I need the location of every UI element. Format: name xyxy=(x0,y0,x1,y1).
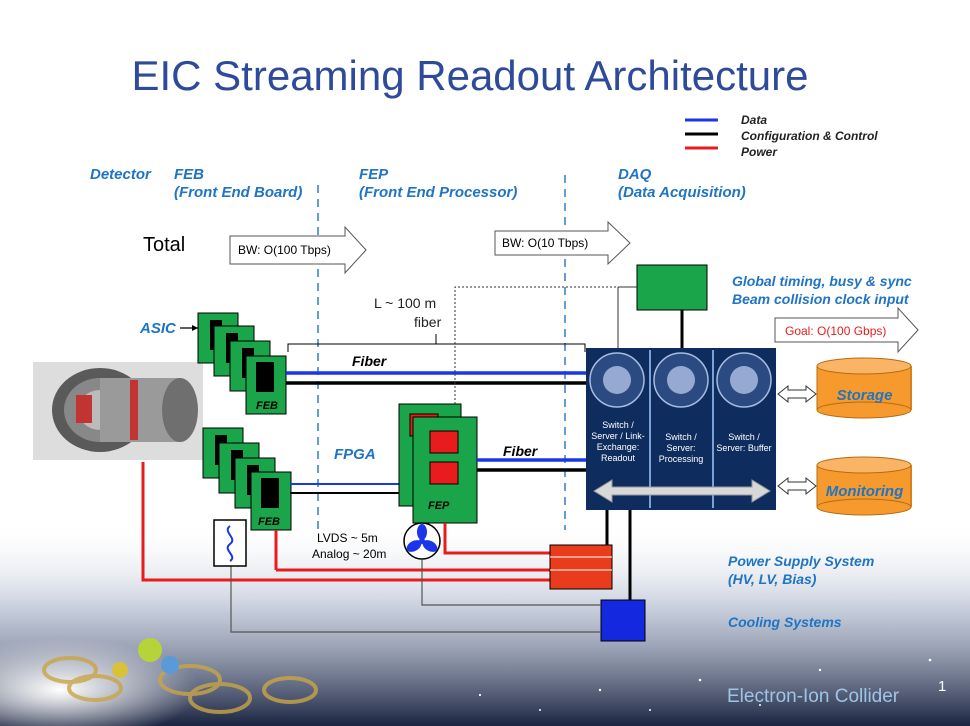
fep-header: FEP xyxy=(359,166,389,183)
server-buffer-label: Switch / Server: Buffer xyxy=(716,432,772,453)
lvds-label: LVDS ~ 5m xyxy=(317,531,378,545)
page-title: EIC Streaming Readout Architecture xyxy=(131,52,809,99)
feb-subheader: (Front End Board) xyxy=(174,184,303,201)
goal-label: Goal: O(100 Gbps) xyxy=(785,324,887,338)
psu-label-2: (HV, LV, Bias) xyxy=(728,571,817,587)
cooling-label: Cooling Systems xyxy=(728,614,842,630)
bw-arrow-2 xyxy=(494,220,631,266)
legend-data-label: Data xyxy=(741,113,768,127)
fep-subheader: (Front End Processor) xyxy=(359,184,518,201)
total-label: Total xyxy=(143,234,186,256)
detector-icon xyxy=(52,368,198,452)
timing-label-1: Global timing, busy & sync xyxy=(732,273,912,289)
global-timing-box xyxy=(636,264,708,311)
feb-stack-lower xyxy=(202,427,292,531)
page-number: 1 xyxy=(938,678,947,695)
fep-board xyxy=(398,403,478,524)
timing-label-2: Beam collision clock input xyxy=(732,291,909,307)
server-bus-arrow xyxy=(593,479,771,503)
feb-header: FEB xyxy=(174,166,204,183)
server-glyphs xyxy=(589,352,772,408)
fep-label: FEP xyxy=(428,500,450,512)
goal-arrow xyxy=(774,306,919,354)
analog-label: Analog ~ 20m xyxy=(312,547,387,561)
fiber-label-upper: Fiber xyxy=(352,353,387,369)
bw2-label: BW: O(10 Tbps) xyxy=(502,236,589,250)
feb-stack-upper xyxy=(197,312,287,415)
cooling-box xyxy=(600,599,646,642)
asic-label: ASIC xyxy=(140,320,176,337)
daq-header: DAQ xyxy=(618,166,652,183)
fpga-label: FPGA xyxy=(334,446,376,463)
fiber-label-lower: Fiber xyxy=(503,443,538,459)
storage-cylinder xyxy=(816,357,912,419)
bw-arrow-1 xyxy=(229,225,367,275)
server-processing-label: Switch / Server: Processing xyxy=(658,432,704,464)
fiber-length-label: L ~ 100 m xyxy=(374,295,437,311)
detector-header: Detector xyxy=(90,166,151,183)
psu-label-1: Power Supply System xyxy=(728,553,875,569)
bw1-label: BW: O(100 Tbps) xyxy=(238,243,331,257)
footer-brand: Electron-Ion Collider xyxy=(727,686,900,707)
legend-config-label: Configuration & Control xyxy=(741,129,878,143)
monitoring-label: Monitoring xyxy=(825,483,904,500)
fan-icon xyxy=(403,522,441,560)
daq-subheader: (Data Acquisition) xyxy=(618,184,746,201)
monitoring-cylinder xyxy=(816,456,912,516)
power-supply-box xyxy=(549,544,613,590)
legend-power-label: Power xyxy=(741,145,778,159)
fiber-length-unit: fiber xyxy=(414,314,442,330)
storage-label: Storage xyxy=(836,387,893,404)
feb-label-lower: FEB xyxy=(258,516,280,528)
server-readout-label: Switch / Server / Link-Exchange: Readout xyxy=(591,420,645,463)
feb-label-upper: FEB xyxy=(256,400,278,412)
